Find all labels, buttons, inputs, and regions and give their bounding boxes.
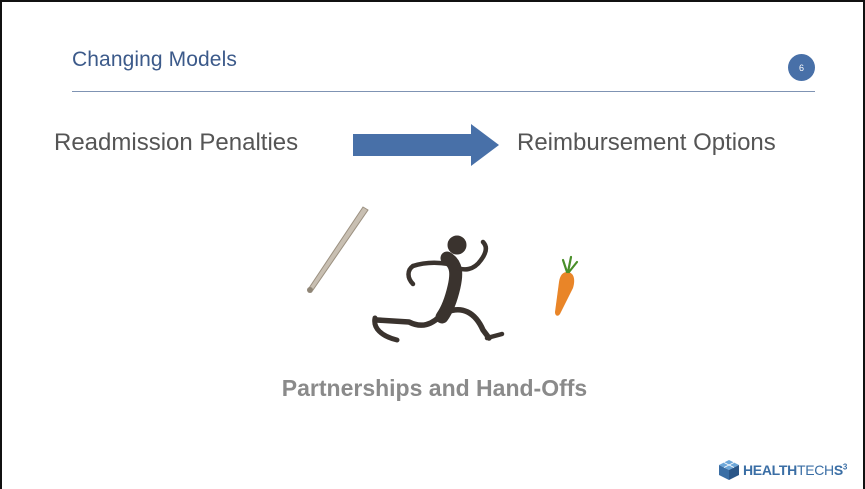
page-number-badge: 6 (788, 54, 815, 81)
slide-caption: Partnerships and Hand-Offs (281, 375, 588, 401)
right-phrase: Reimbursement Options (517, 129, 776, 156)
slide-title: Changing Models (72, 48, 237, 71)
right-arrow-icon (353, 124, 499, 166)
healthtechs3-logo: HEALTHTECHS3 (718, 459, 847, 481)
baseball-bat-icon (307, 206, 369, 293)
running-person-icon (372, 235, 505, 343)
logo-text-bold: HEALTH (743, 462, 797, 478)
title-divider (72, 91, 815, 92)
logo-text-s: S (833, 462, 843, 478)
carrot-icon (555, 255, 579, 316)
stick-figure-illustration (307, 206, 579, 343)
left-phrase: Readmission Penalties (54, 129, 299, 156)
logo-text-thin: TECH (796, 462, 834, 478)
logo-superscript: 3 (842, 462, 848, 472)
logo-cube-icon (719, 460, 739, 480)
logo-wordmark: HEALTHTECHS3 (743, 462, 847, 478)
